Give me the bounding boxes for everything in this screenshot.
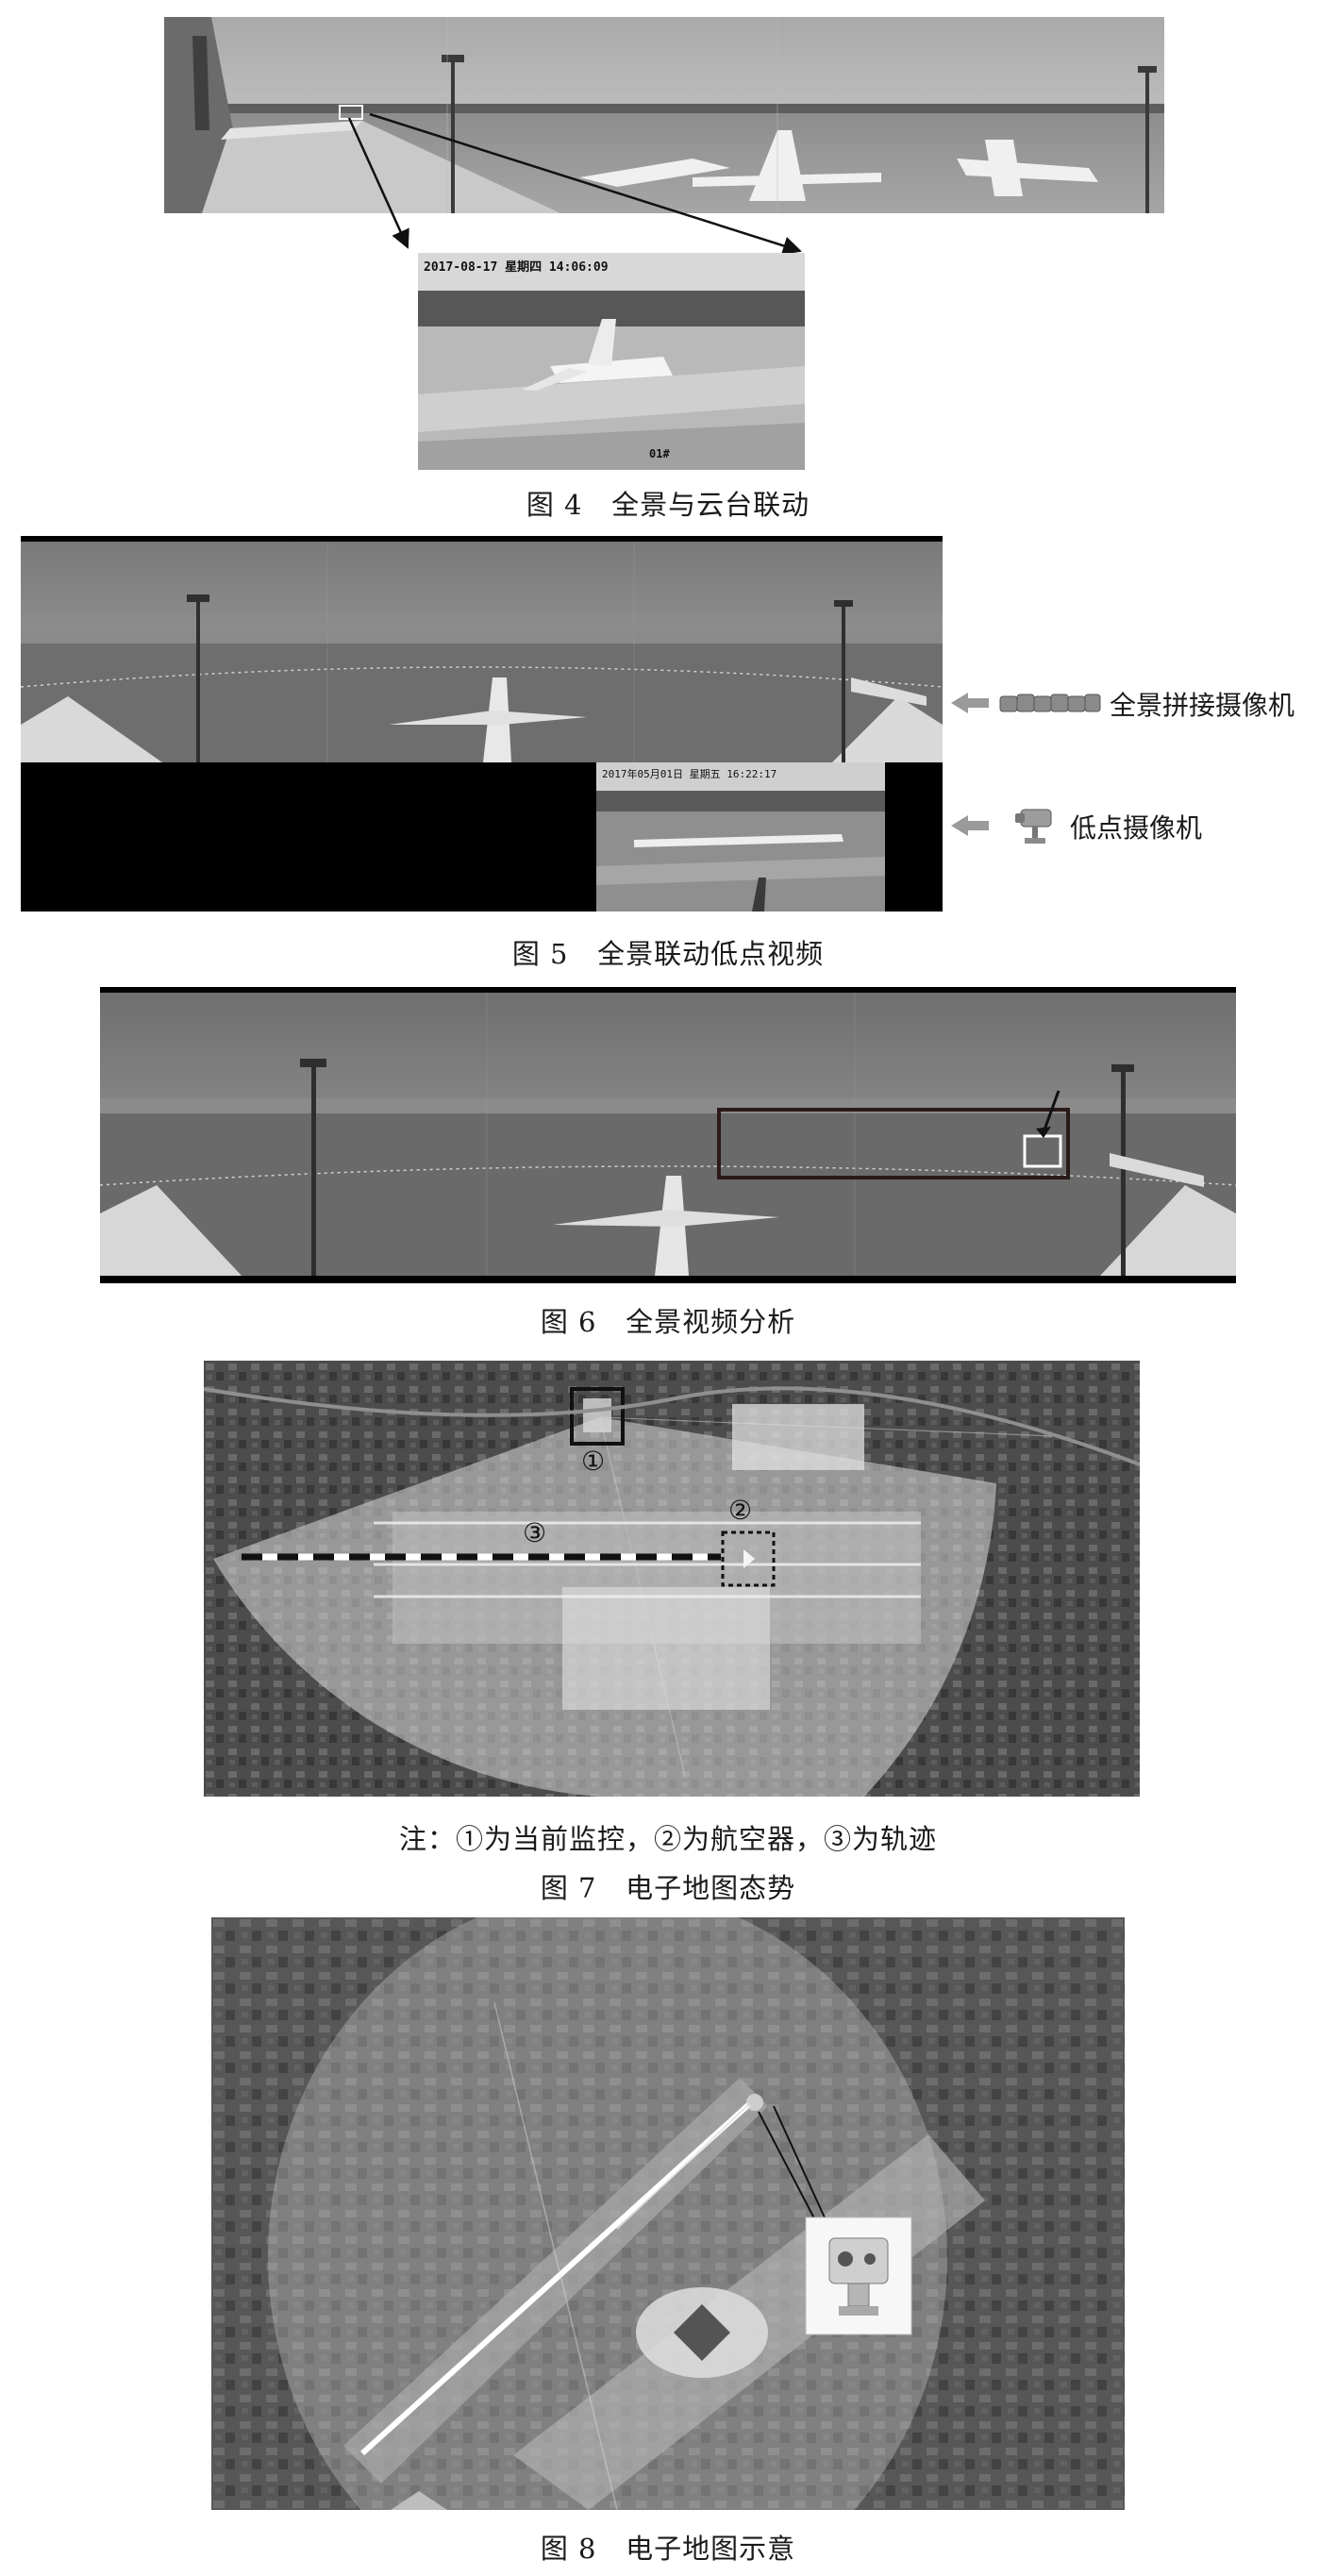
fig5-caption: 图 5 全景联动低点视频 — [511, 938, 825, 970]
panorama-camera-icon — [999, 694, 1101, 712]
fig4-inset-timestamp: 2017-08-17 星期四 14:06:09 — [424, 260, 609, 275]
fig5-panorama-arrow — [951, 693, 968, 713]
fig4-ptz-inset-image: 2017-08-17 星期四 14:06:09 01# — [418, 253, 805, 470]
fig5-panorama-camera-label: 全景拼接摄像机 — [1110, 690, 1295, 721]
fig5-low-camera-arrow — [951, 815, 968, 836]
fig4-panorama-image — [164, 17, 1164, 213]
fig7-marker-current-monitor: ① — [581, 1446, 606, 1477]
fig7-marker-track: ③ — [523, 1517, 547, 1548]
fig8-caption: 图 8 电子地图示意 — [540, 2533, 796, 2565]
fig5-inset-timestamp: 2017年05月01日 星期五 16:22:17 — [602, 768, 777, 780]
fig5-panorama-image — [21, 536, 943, 762]
fig5-low-camera-label: 低点摄像机 — [1070, 812, 1203, 844]
fig7-caption: 图 7 电子地图态势 — [540, 1872, 796, 1904]
fig7-map-image: ① ② ③ — [204, 1361, 1140, 1797]
fig4-caption: 图 4 全景与云台联动 — [526, 489, 810, 521]
fig7-note: 注：①为当前监控，②为航空器，③为轨迹 — [398, 1823, 937, 1855]
fig8-map-image — [211, 1917, 1125, 2510]
fig4-inset-label: 01# — [649, 447, 670, 460]
fig5-low-camera-inset-image: 2017年05月01日 星期五 16:22:17 — [596, 762, 885, 912]
low-camera-icon — [1015, 809, 1052, 844]
fig7-marker-aircraft: ② — [728, 1495, 753, 1526]
fig6-panorama-analysis-image — [100, 987, 1236, 1283]
fig4-zoom-arrows — [347, 112, 802, 256]
fig6-caption: 图 6 全景视频分析 — [540, 1306, 796, 1338]
